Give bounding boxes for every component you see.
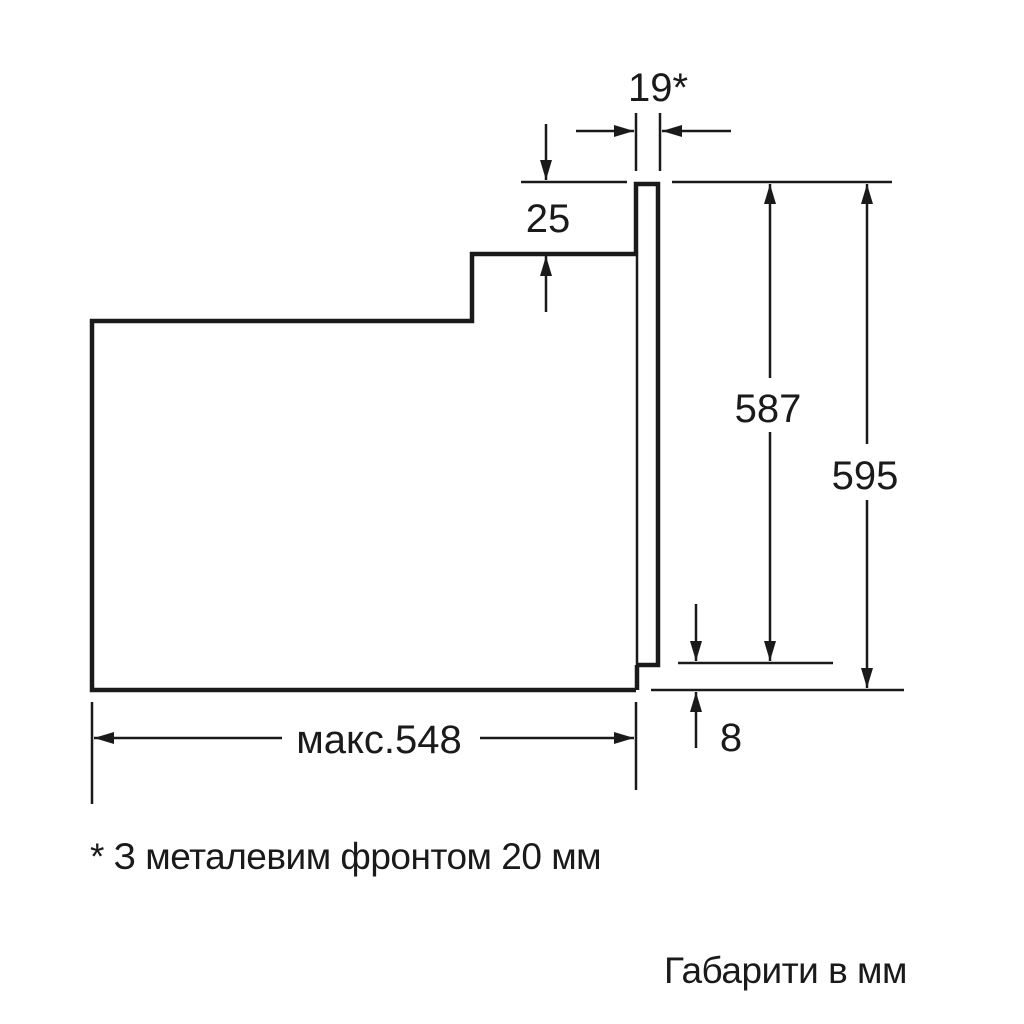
dimension-arrows [94,124,873,748]
dim-label-8: 8 [720,716,742,760]
dim-label-595: 595 [832,454,899,498]
dim-label-19: 19* [628,66,688,110]
dim-label-587: 587 [735,387,802,431]
footnote-metal-front: * З металевим фронтом 20 мм [90,836,602,877]
oven-body-outline [89,181,661,693]
units-note: Габарити в мм [664,950,907,991]
dim-label-548: макс.548 [296,718,462,762]
dim-label-25: 25 [526,197,571,241]
oven-front-panel [633,181,661,668]
extension-lines [90,113,904,804]
oven-body-contour [89,251,636,693]
